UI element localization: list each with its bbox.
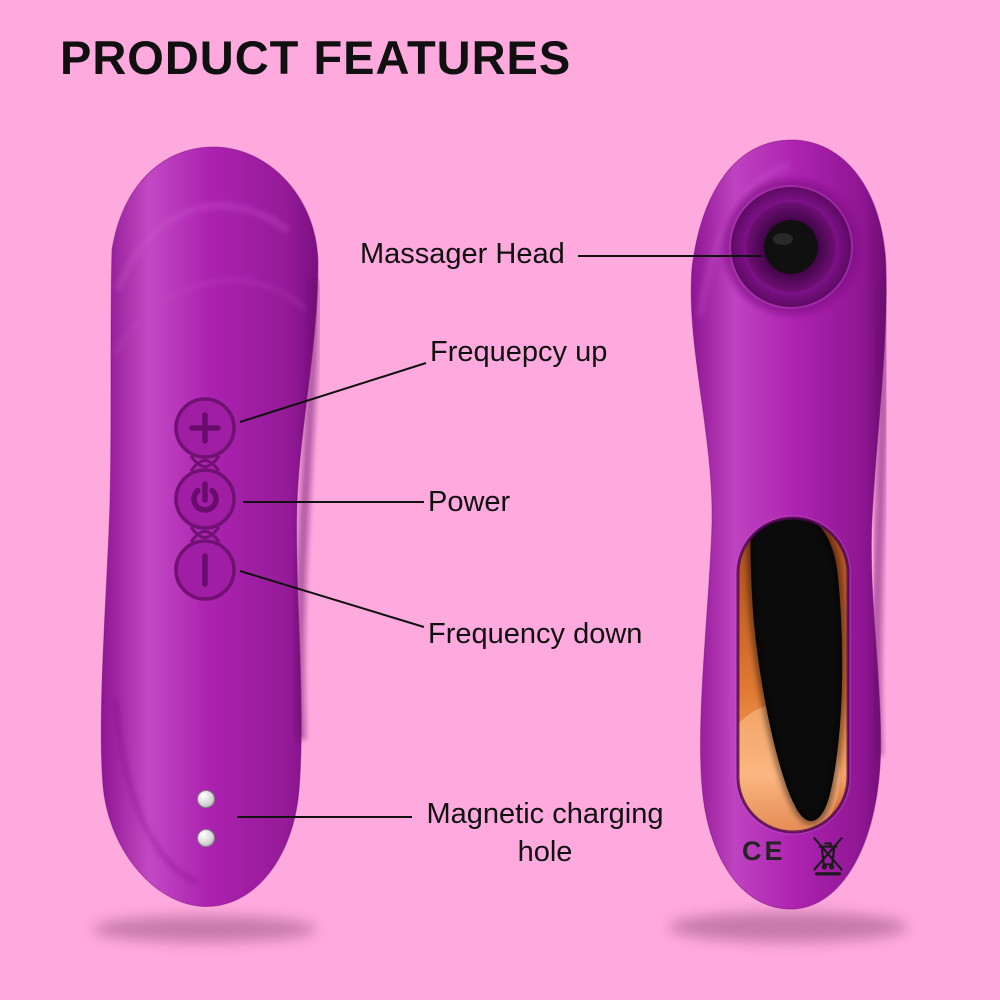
body-edge-shade xyxy=(294,279,320,741)
ce-mark: CE xyxy=(742,836,786,866)
hole-highlight xyxy=(773,233,793,245)
callout-label-frequency-up: Frequepcy up xyxy=(430,336,608,368)
interior-black-insert xyxy=(750,518,843,822)
weee-icon xyxy=(813,837,843,876)
callout-label-magnetic-charging: Magnetic charging hole xyxy=(415,796,675,871)
device-shadow-back xyxy=(668,912,908,942)
magnetic-label-line1: Magnetic charging xyxy=(426,798,664,830)
charging-contact xyxy=(197,829,215,847)
callout-label-power: Power xyxy=(428,486,511,518)
power-icon xyxy=(191,481,219,513)
body-seam xyxy=(114,699,199,884)
callout-label-frequency-down: Frequency down xyxy=(428,618,643,650)
device-back-view xyxy=(690,139,889,910)
charging-contact xyxy=(197,790,215,808)
suction-hole xyxy=(764,220,818,274)
body-edge-shade xyxy=(871,285,889,757)
body-sheen xyxy=(115,202,290,292)
charging-contacts xyxy=(197,790,215,847)
page-title: PRODUCT FEATURES xyxy=(60,31,572,84)
device-front-view xyxy=(100,146,320,907)
device-shadow-front xyxy=(92,916,317,942)
body-sheen xyxy=(112,278,308,357)
callout-label-massager-head: Massager Head xyxy=(360,238,565,270)
button-chain-links xyxy=(189,455,221,543)
interior-opening xyxy=(735,515,851,835)
plus-icon xyxy=(189,412,221,444)
massager-head xyxy=(723,179,859,315)
magnetic-label-line2: hole xyxy=(517,835,573,868)
